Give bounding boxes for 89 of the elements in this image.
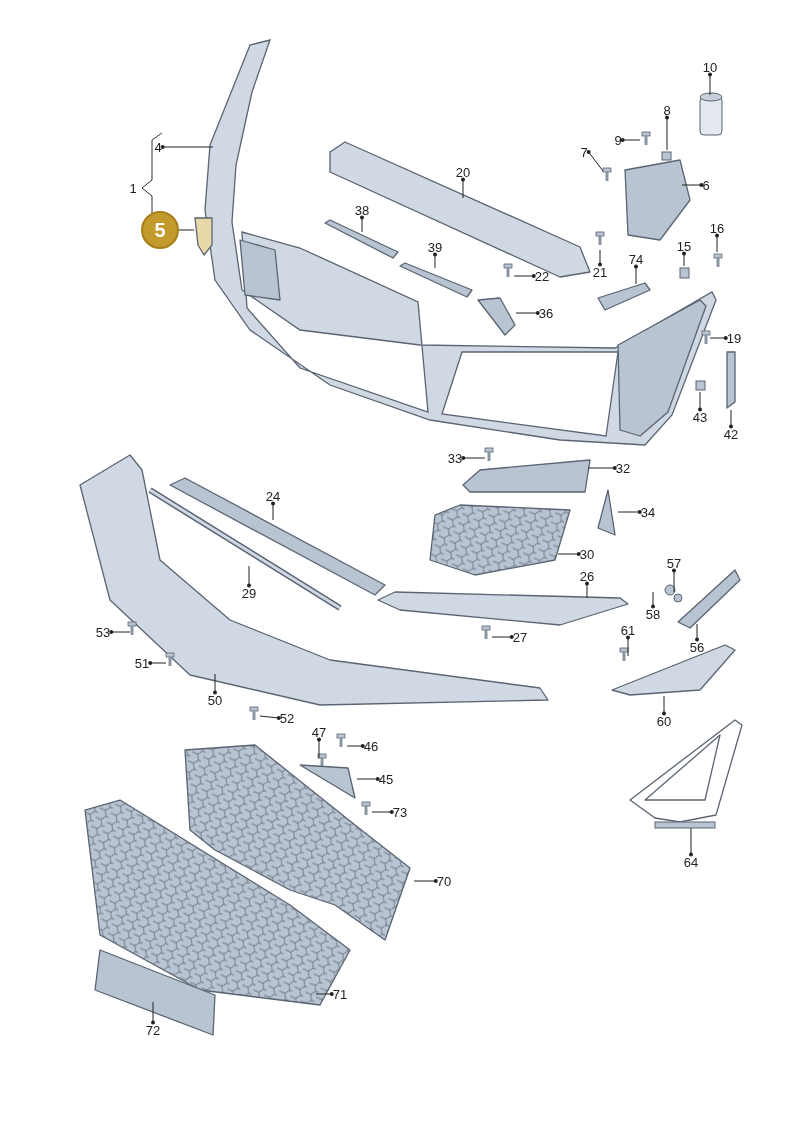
leader-line	[315, 992, 334, 996]
leader-line	[715, 233, 719, 253]
leader-line	[665, 115, 669, 151]
callout-number: 74	[627, 251, 645, 267]
leader-line	[433, 252, 437, 269]
leader-line	[585, 581, 589, 599]
leader-line	[160, 145, 214, 149]
callout-number: 47	[310, 724, 328, 740]
callout-number: 43	[691, 409, 709, 425]
callout-number: 71	[331, 986, 349, 1002]
callout-number: 10	[701, 59, 719, 75]
leader-line	[259, 715, 281, 720]
callout-number: 58	[644, 606, 662, 622]
leader-line	[708, 72, 712, 96]
callout-number: 45	[377, 771, 395, 787]
leader-line	[586, 150, 604, 172]
callout-number: 46	[362, 738, 380, 754]
callout-number: 38	[353, 202, 371, 218]
callout-number: 64	[682, 854, 700, 870]
callout-number: 29	[240, 585, 258, 601]
leader-line	[178, 229, 195, 231]
callout-number: 20	[454, 164, 472, 180]
leader-line	[651, 591, 655, 609]
highlighted-callout-number: 5	[141, 211, 179, 249]
leader-line	[672, 568, 676, 593]
leader-line	[662, 695, 666, 716]
callout-number: 27	[511, 629, 529, 645]
leader-line	[356, 777, 380, 781]
callout-number: 60	[655, 713, 673, 729]
leader-line	[271, 501, 275, 521]
callout-number: 19	[725, 330, 743, 346]
leader-line	[247, 565, 251, 588]
callout-number: 52	[278, 710, 296, 726]
leader-line	[634, 264, 638, 285]
leader-line	[729, 409, 733, 429]
leader-line	[617, 510, 642, 514]
leader-line	[620, 138, 641, 142]
callout-number: 30	[578, 546, 596, 562]
callout-number: 34	[639, 504, 657, 520]
callout-number: 1	[129, 181, 137, 195]
leader-line	[513, 274, 536, 278]
leader-line	[360, 215, 364, 233]
callout-number: 24	[264, 488, 282, 504]
leader-line	[213, 673, 217, 695]
callout-number: 9	[613, 132, 623, 148]
leader-line	[148, 661, 167, 665]
leader-line	[587, 466, 617, 470]
callout-number: 73	[391, 804, 409, 820]
callout-number: 7	[579, 144, 589, 160]
leader-line	[689, 827, 693, 857]
callout-number: 8	[662, 102, 672, 118]
leader-line	[371, 810, 394, 814]
leader-line	[698, 391, 702, 412]
callout-number: 56	[688, 639, 706, 655]
leader-line	[626, 635, 630, 657]
callout-number: 70	[435, 873, 453, 889]
leader-line	[109, 630, 131, 634]
leader-line	[346, 744, 365, 748]
callout-number: 21	[591, 264, 609, 280]
leader-line	[709, 336, 728, 340]
callout-number: 36	[537, 305, 555, 321]
callout-number: 4	[153, 139, 163, 155]
callout-number: 16	[708, 220, 726, 236]
callout-number: 26	[578, 568, 596, 584]
leader-line	[515, 311, 540, 315]
leader-line	[461, 456, 486, 460]
leader-line	[598, 249, 602, 267]
leader-line	[491, 635, 514, 639]
callout-number: 22	[533, 268, 551, 284]
callout-number: 53	[94, 624, 112, 640]
callout-number: 61	[619, 622, 637, 638]
leader-line	[317, 737, 321, 759]
leader-line	[461, 177, 465, 199]
callout-number: 72	[144, 1022, 162, 1038]
leader-line	[151, 1001, 155, 1025]
callout-number: 50	[206, 692, 224, 708]
callout-number: 57	[665, 555, 683, 571]
callout-number: 33	[446, 450, 464, 466]
leader-line	[682, 251, 686, 267]
callout-number: 6	[701, 177, 711, 193]
callout-number: 15	[675, 238, 693, 254]
callout-number: 51	[133, 655, 151, 671]
callout-number: 42	[722, 426, 740, 442]
leader-line	[695, 623, 699, 642]
leader-line	[413, 879, 438, 883]
leader-line	[681, 183, 704, 187]
callout-number: 39	[426, 239, 444, 255]
leader-line	[557, 552, 581, 556]
callout-number: 32	[614, 460, 632, 476]
